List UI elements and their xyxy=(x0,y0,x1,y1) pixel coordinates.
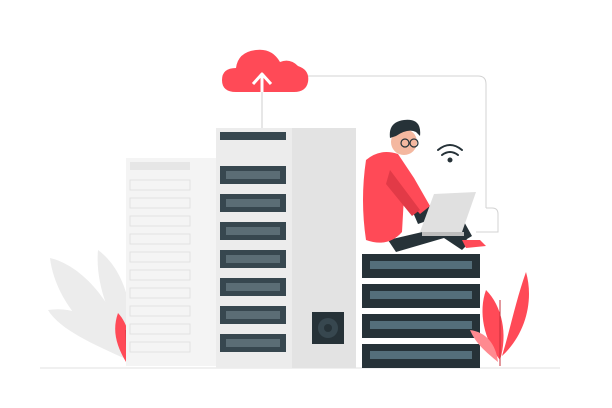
cloud-upload-icon xyxy=(222,49,309,128)
fan-icon xyxy=(312,312,344,344)
server-stack-right xyxy=(362,254,480,368)
wifi-icon xyxy=(437,144,463,163)
server-rack-back xyxy=(126,158,218,366)
laptop-icon xyxy=(420,192,476,236)
plant-leaf-red-right xyxy=(470,272,529,366)
